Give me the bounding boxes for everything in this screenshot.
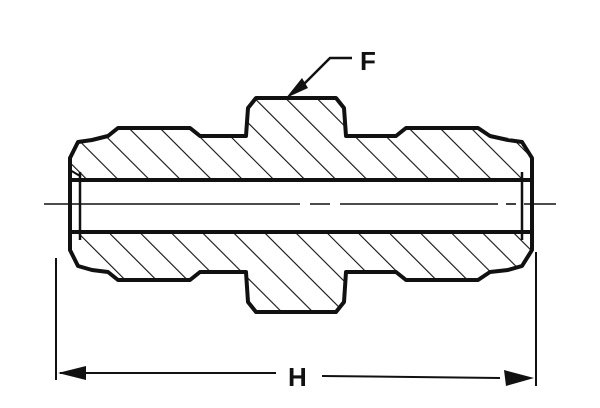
label-F: F xyxy=(360,46,376,76)
lower-section xyxy=(68,230,534,314)
upper-section xyxy=(68,96,534,182)
dimension-H: H xyxy=(55,252,537,392)
leader-F: F xyxy=(286,46,376,98)
bore xyxy=(72,180,530,232)
right-end-opening xyxy=(520,170,534,242)
label-H: H xyxy=(288,362,307,392)
left-end-opening xyxy=(68,169,82,242)
